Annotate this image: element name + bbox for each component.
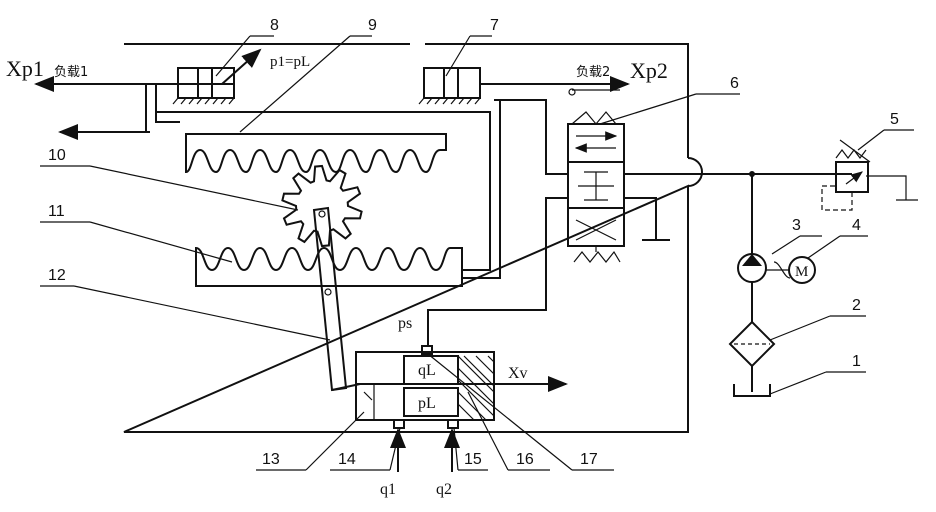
q2-label: q2	[436, 481, 452, 498]
pump-3	[738, 174, 790, 282]
p1-pl-label: p1=pL	[270, 54, 310, 70]
callout-3: 3	[792, 217, 801, 234]
ql-label: qL	[418, 362, 436, 379]
callout-4: 4	[852, 217, 861, 234]
motor-4: M	[789, 257, 815, 283]
callout-2: 2	[852, 297, 861, 314]
relief-valve-5	[822, 140, 918, 210]
callout-16: 16	[516, 451, 534, 468]
filter-2	[730, 282, 774, 392]
callout-13: 13	[262, 451, 280, 468]
callout-12: 12	[48, 267, 66, 284]
callout-11: 11	[48, 203, 65, 220]
callout-7: 7	[490, 17, 499, 34]
load1-label: 负载1	[54, 65, 88, 80]
xp1-label: Xp1	[6, 56, 44, 81]
callout-14: 14	[338, 451, 356, 468]
gear-outline	[282, 166, 361, 246]
frame-crossover	[688, 158, 702, 186]
callout-5: 5	[890, 111, 899, 128]
xv-label: Xv	[508, 365, 528, 382]
pl-label: pL	[418, 395, 436, 412]
pipe-ps-to-valve6	[428, 198, 568, 345]
directional-valve-6	[568, 89, 670, 262]
valve-block-8	[173, 50, 260, 104]
main-frame	[124, 44, 688, 432]
valve-block-7	[419, 68, 480, 104]
callout-9: 9	[368, 17, 377, 34]
gear-10	[282, 166, 361, 246]
callout-10: 10	[48, 147, 66, 164]
pipe-7-right	[462, 100, 500, 278]
xp2-label: Xp2	[630, 58, 668, 83]
spool-valve	[356, 346, 566, 428]
callout-8: 8	[270, 17, 279, 34]
callout-1: 1	[852, 353, 861, 370]
motor-label: M	[795, 264, 808, 280]
callout-15: 15	[464, 451, 482, 468]
q1-label: q1	[380, 481, 396, 498]
pipe-8-down	[146, 84, 180, 132]
lower-rack	[196, 248, 462, 286]
callout-17: 17	[580, 451, 598, 468]
lever-12	[314, 208, 360, 390]
callout-6: 6	[730, 75, 739, 92]
pipe-to-valve6	[500, 100, 568, 174]
ps-label: ps	[398, 315, 412, 332]
load2-label: 负载2	[576, 65, 610, 80]
